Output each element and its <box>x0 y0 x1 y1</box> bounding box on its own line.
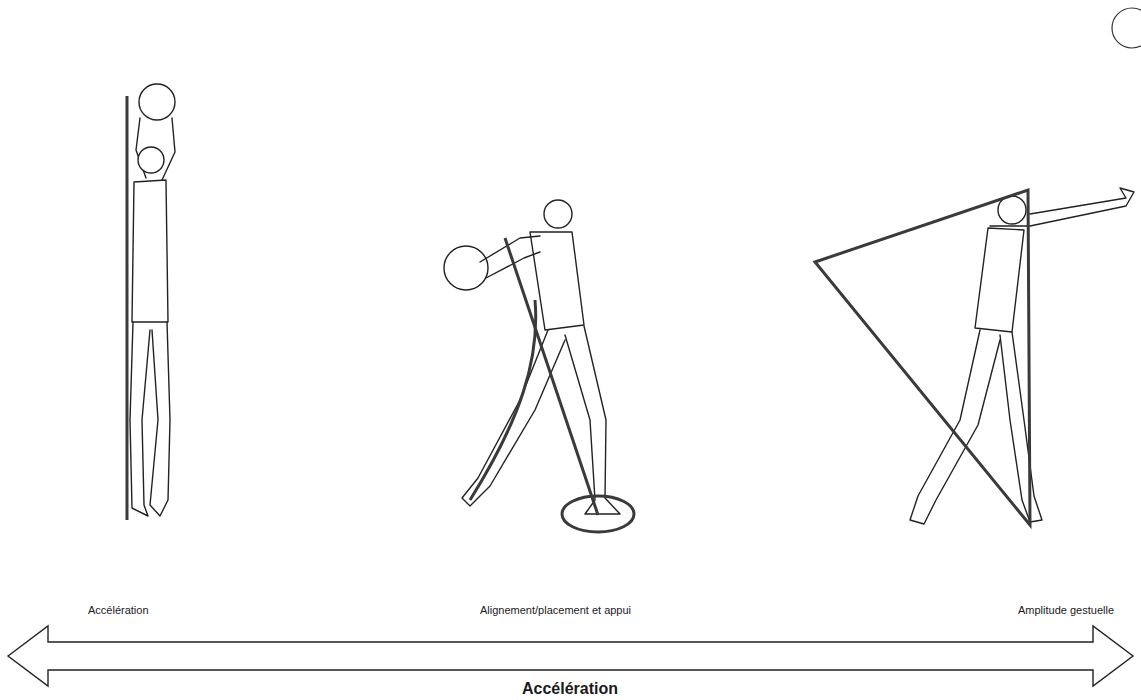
phase-label: Accélération <box>88 604 149 616</box>
double-arrow <box>8 626 1133 686</box>
phase-label: Amplitude gestuelle <box>1018 604 1114 616</box>
axis-label: Accélération <box>522 680 618 698</box>
phase-label: Alignement/placement et appui <box>480 604 631 616</box>
